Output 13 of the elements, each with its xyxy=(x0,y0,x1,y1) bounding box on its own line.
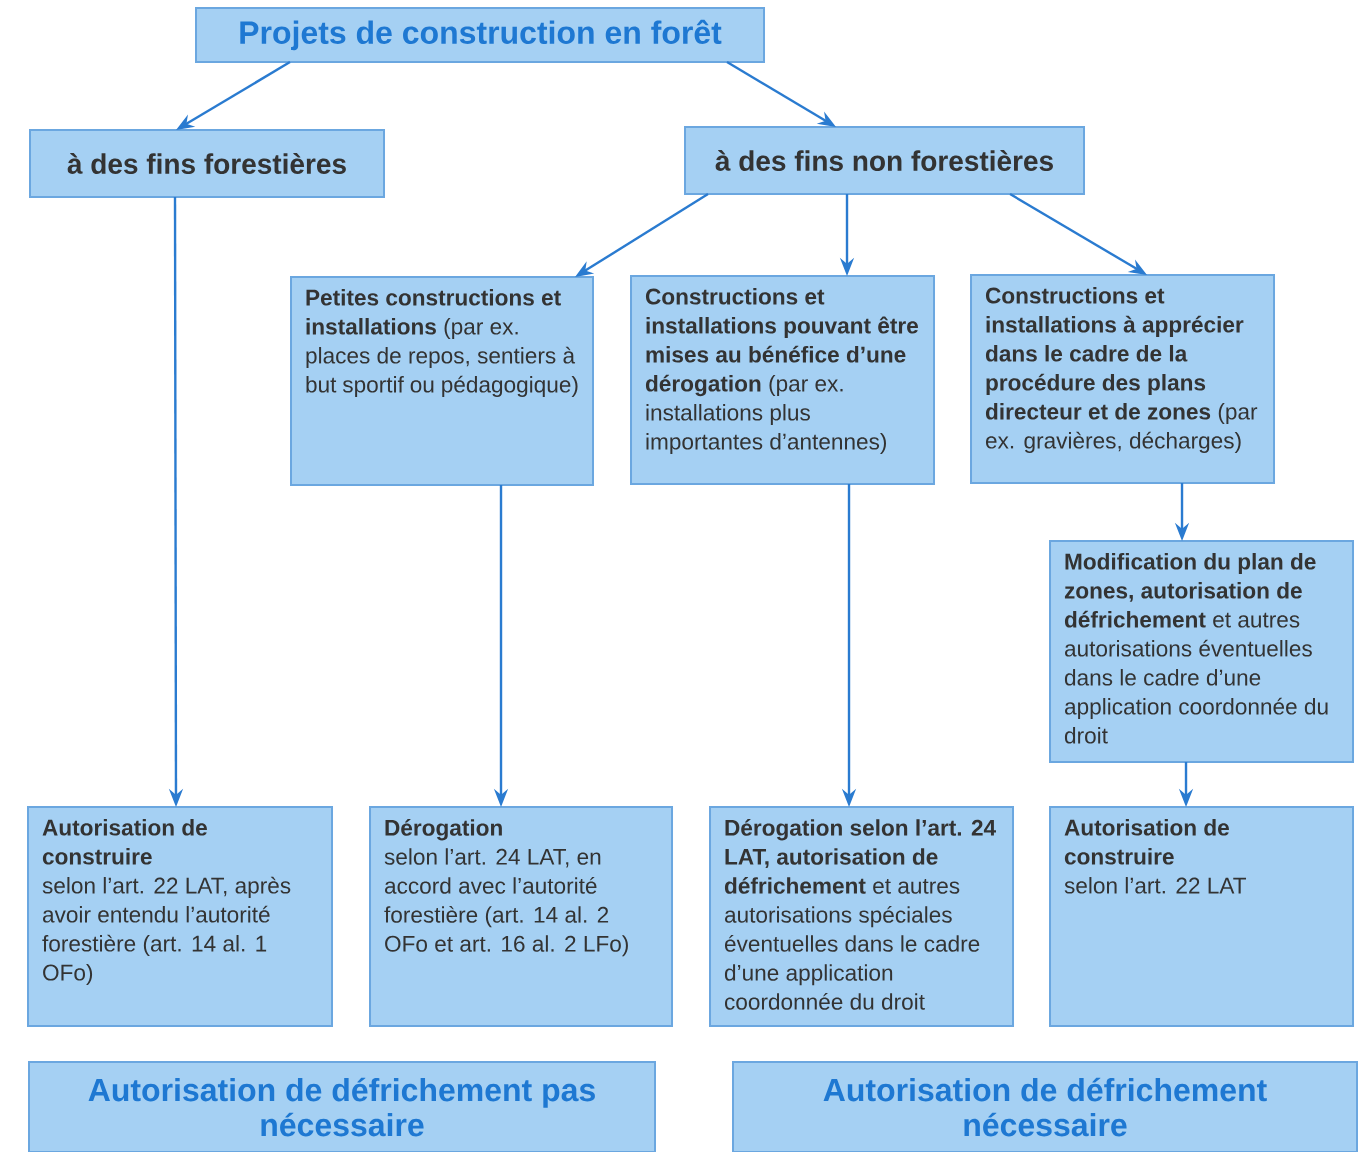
result-band: Autorisation de défrichement nécessaire xyxy=(732,1061,1358,1152)
text-box: Autorisation de construire selon l’art. 22 LAT, après avoir entendu l’autorité forestière (art. 14 al. 1 OFo) xyxy=(27,806,333,1027)
text-box: Dérogation selon l’art. 24 LAT, autorisation de défrichement et autres autorisations spéciales éventuelles dans le cadre d’une application coordonnée du droit xyxy=(709,806,1014,1027)
category-box: à des fins forestières xyxy=(29,129,385,198)
category-box: à des fins non forestières xyxy=(684,126,1085,195)
text-box: Constructions et installations à apprécier dans le cadre de la procédure des plans directeur et de zones (par ex. gravières, décharges) xyxy=(970,274,1275,484)
text-box: Dérogation selon l’art. 24 LAT, en accord avec l’autorité forestière (art. 14 al. 2 OFo et art. 16 al. 2 LFo) xyxy=(369,806,673,1027)
text-box: Constructions et installations pouvant être mises au bénéfice d’une dérogation (par ex. installations plus importantes d’antennes) xyxy=(630,275,935,485)
title-box: Projets de construction en forêt xyxy=(195,7,765,63)
text-box: Petites constructions et installations (par ex. places de repos, sentiers à but sportif ou pédagogique) xyxy=(290,276,594,486)
text-box: Autorisation de construire selon l’art. 22 LAT xyxy=(1049,806,1354,1027)
result-band: Autorisation de défrichement pas nécessaire xyxy=(28,1061,656,1152)
text-box: Modification du plan de zones, autorisation de défrichement et autres autorisations éventuelles dans le cadre d’une application coordonnée du droit xyxy=(1049,540,1354,763)
